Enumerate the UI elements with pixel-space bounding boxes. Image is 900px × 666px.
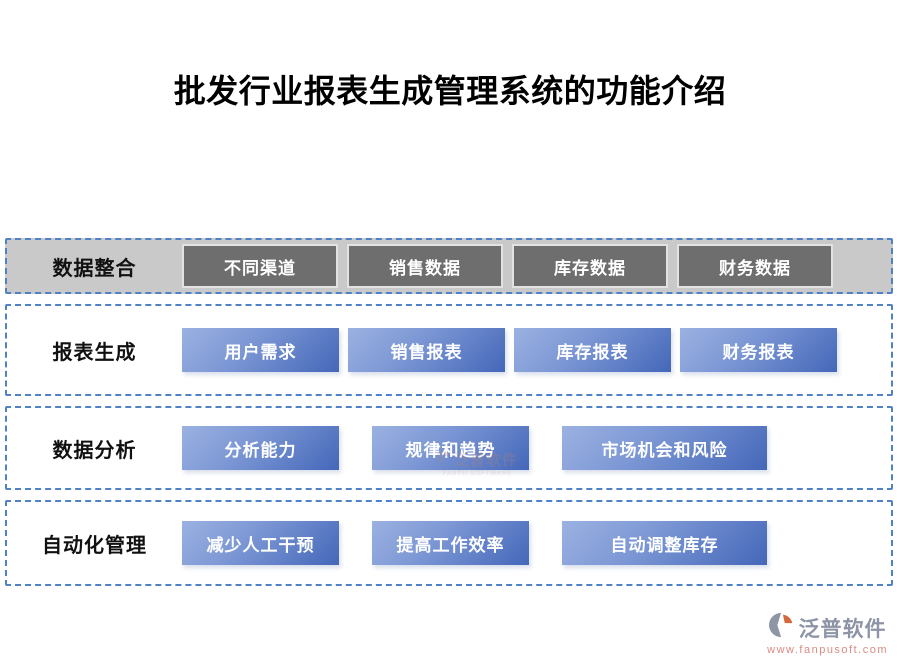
row-label-data-integration: 数据整合 [52, 255, 137, 280]
row-label-data-analysis: 数据分析 [52, 437, 137, 462]
button-group: 用户需求 销售报表 库存报表 财务报表 [182, 328, 837, 372]
feature-box: 不同渠道 [182, 244, 338, 288]
feature-box: 销售报表 [348, 328, 505, 372]
row-label-report-generation: 报表生成 [52, 339, 137, 364]
section-data-integration: 数据整合 不同渠道 销售数据 库存数据 财务数据 [5, 238, 893, 294]
button-group: 分析能力 规律和趋势 市场机会和风险 [182, 426, 767, 470]
button-group: 不同渠道 销售数据 库存数据 财务数据 [182, 244, 833, 288]
feature-box: 库存数据 [512, 244, 668, 288]
footer-brand-url: www.fanpusoft.com [767, 644, 888, 656]
feature-box: 分析能力 [182, 426, 339, 470]
feature-box: 市场机会和风险 [562, 426, 767, 470]
feature-box: 用户需求 [182, 328, 339, 372]
section-automation: 自动化管理 减少人工干预 提高工作效率 自动调整库存 [5, 500, 893, 586]
footer-brand-name: 泛普软件 [798, 617, 887, 641]
feature-box: 销售数据 [347, 244, 503, 288]
row-label-automation: 自动化管理 [42, 532, 147, 557]
feature-box: 减少人工干预 [182, 521, 339, 565]
feature-box: 提高工作效率 [372, 521, 529, 565]
feature-rows: 数据整合 不同渠道 销售数据 库存数据 财务数据 报表生成 用户需求 销售报表 … [5, 238, 893, 586]
fanpu-logo-icon [768, 612, 795, 643]
feature-box: 库存报表 [514, 328, 671, 372]
feature-box: 自动调整库存 [562, 521, 767, 565]
feature-box: 财务报表 [680, 328, 837, 372]
section-report-generation: 报表生成 用户需求 销售报表 库存报表 财务报表 [5, 304, 893, 396]
feature-box: 规律和趋势 [372, 426, 529, 470]
page-title: 批发行业报表生成管理系统的功能介绍 [173, 72, 727, 110]
section-data-analysis: 数据分析 分析能力 规律和趋势 市场机会和风险 [5, 406, 893, 490]
feature-box: 财务数据 [677, 244, 833, 288]
button-group: 减少人工干预 提高工作效率 自动调整库存 [182, 521, 767, 565]
footer-brand: 泛普软件 www.fanpusoft.com [767, 612, 888, 656]
